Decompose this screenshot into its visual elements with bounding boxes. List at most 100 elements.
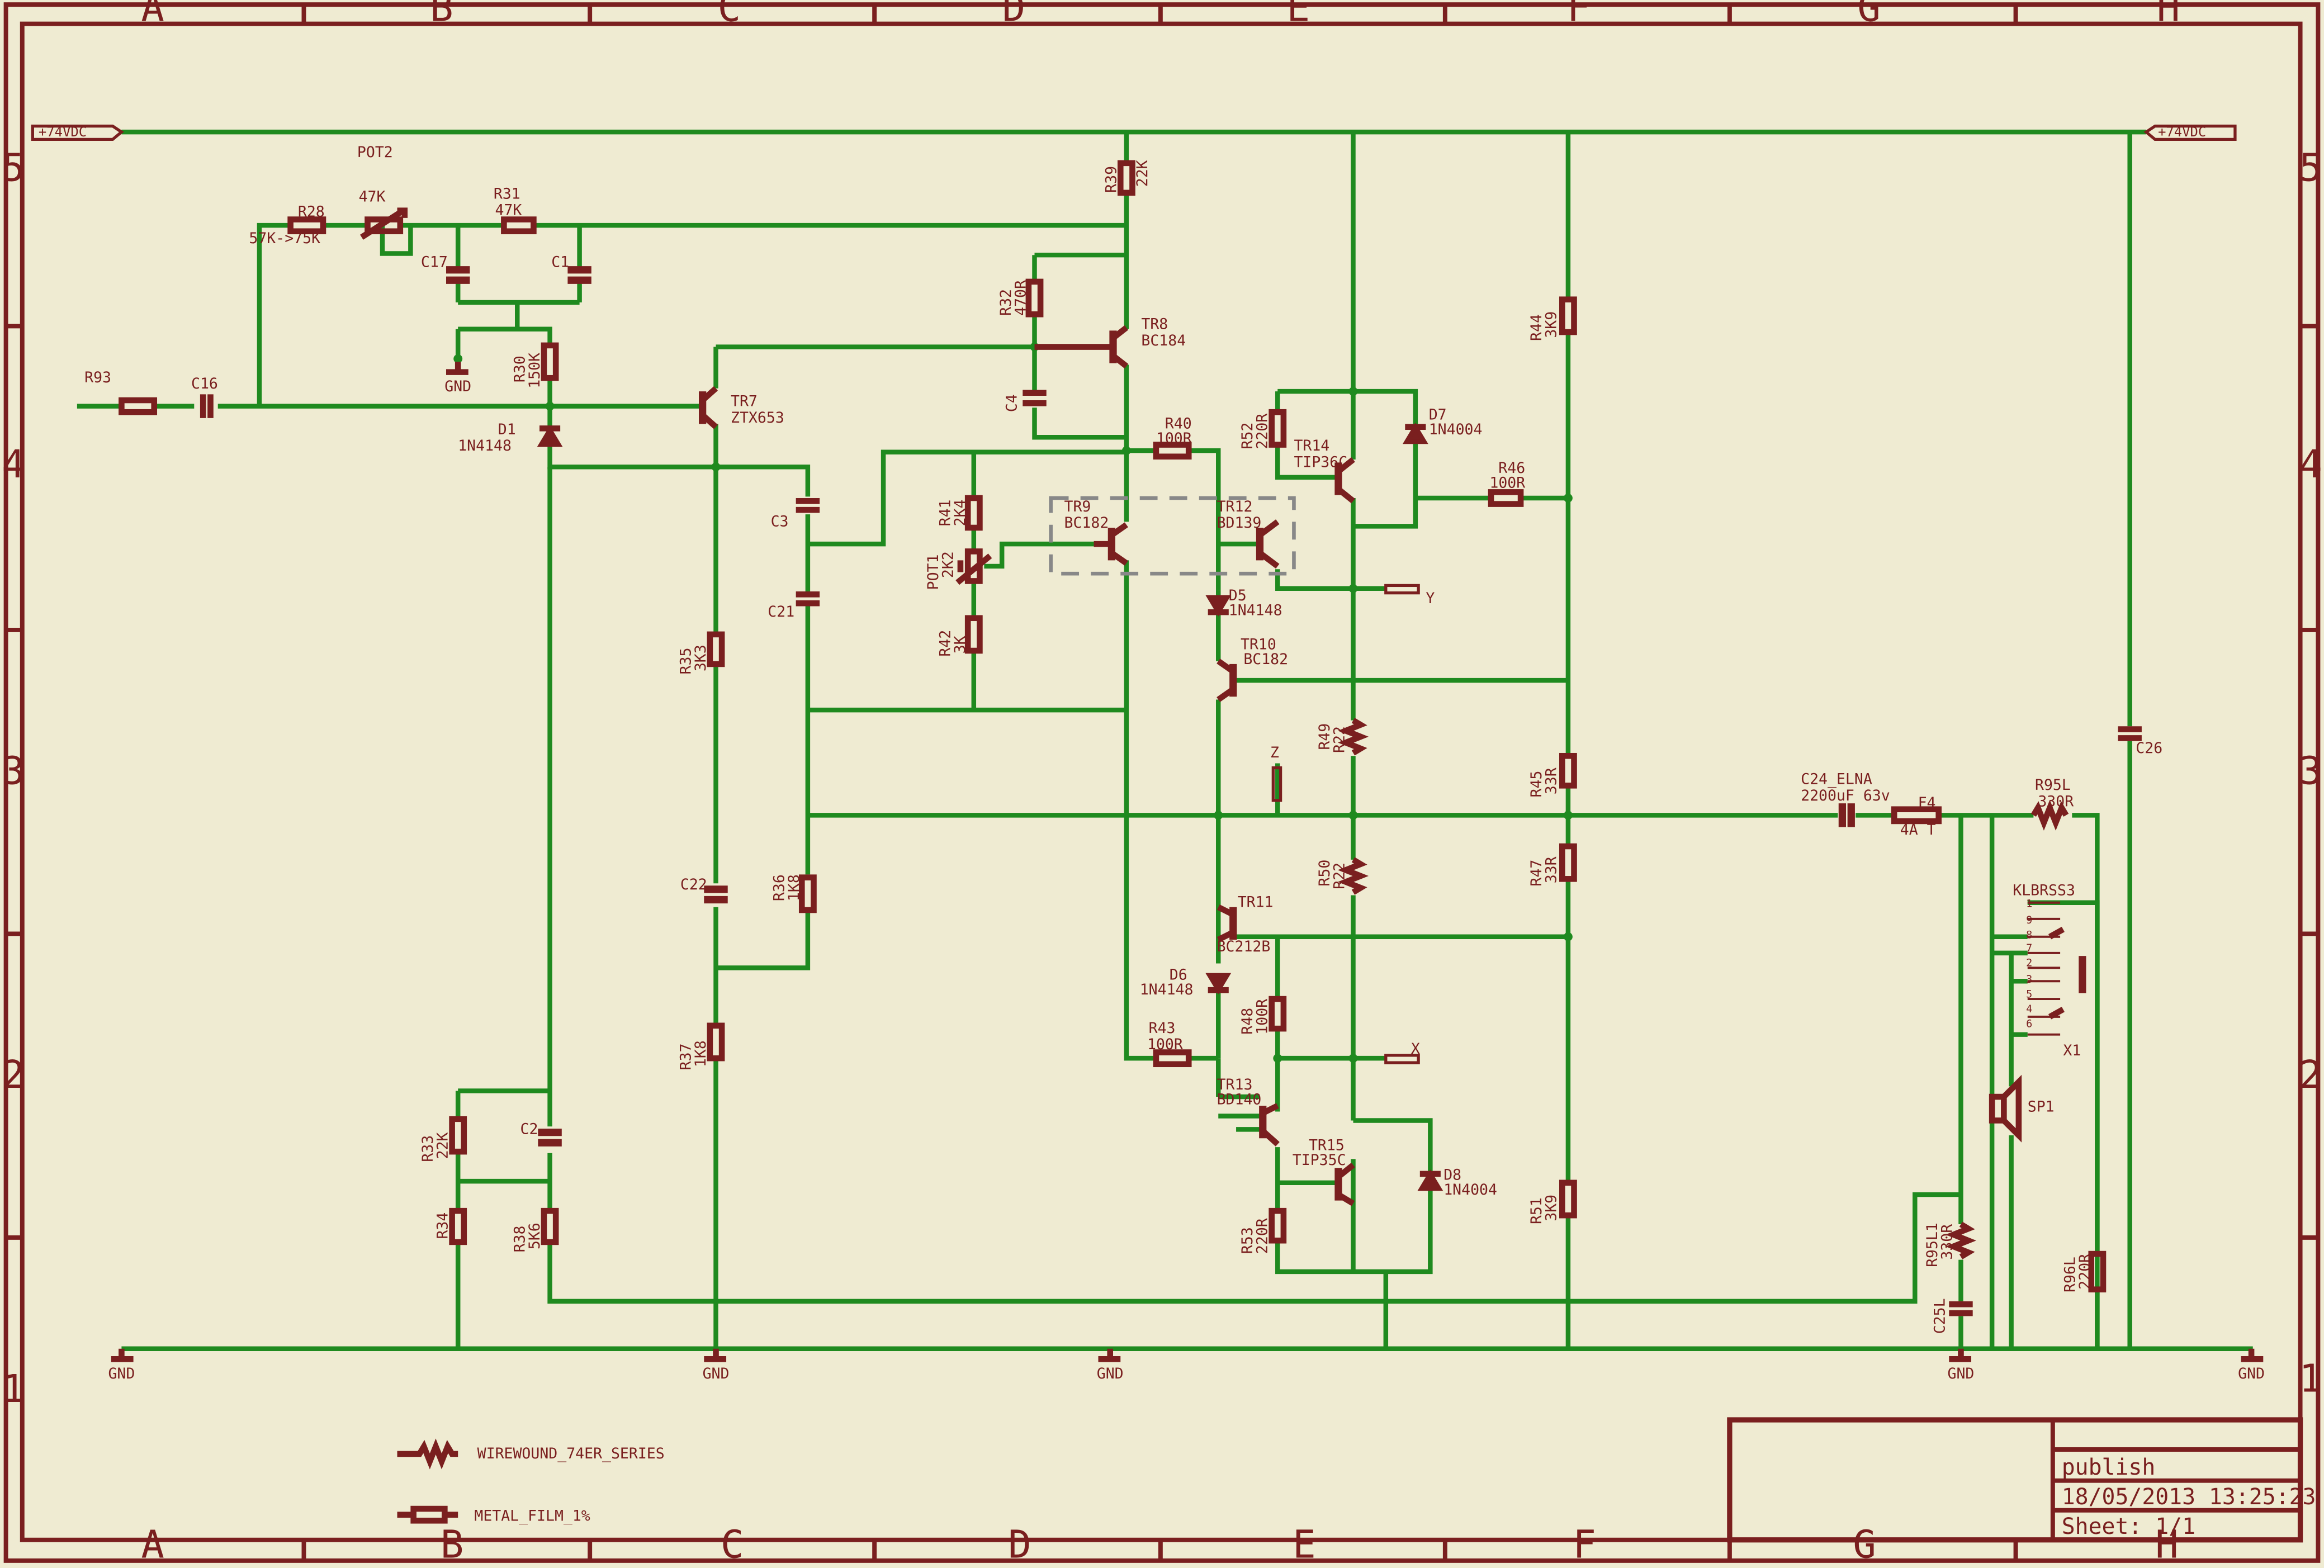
r50-value: R22	[1331, 863, 1348, 889]
grid-col-a: A	[141, 0, 164, 30]
capacitor-c4	[1023, 390, 1047, 406]
gnd-symbol-1	[111, 1348, 134, 1362]
r46-value: 100R	[1489, 474, 1525, 491]
pot1-arrow	[955, 553, 992, 585]
c26-name: C26	[2136, 740, 2162, 757]
grid-col-c: C	[718, 0, 741, 30]
x1-pin-2: 2	[2026, 958, 2032, 969]
r28-value: 57K->75K	[249, 230, 320, 247]
resistor-r40	[1153, 442, 1192, 460]
capacitor-c22	[704, 885, 728, 904]
resistor-r43	[1153, 1049, 1192, 1068]
transistor-tr9	[1094, 522, 1128, 566]
fuse-f4	[1891, 806, 1942, 825]
c24-name: C24_ELNA	[1801, 771, 1872, 788]
r46-name: R46	[1498, 459, 1525, 477]
grid-col-b: B	[430, 0, 453, 30]
legend-wirewound-label: WIREWOUND_74ER_SERIES	[477, 1445, 665, 1462]
r51-value: 3K9	[1543, 1195, 1560, 1221]
r37-value: 1K8	[692, 1040, 709, 1067]
capacitor-c2	[538, 1129, 562, 1147]
r53-value: 220R	[1254, 1218, 1271, 1254]
r31-name: R31	[494, 185, 520, 202]
pot1-value: 2K2	[940, 551, 957, 578]
resistor-r51	[1559, 1179, 1577, 1219]
r52-value: 220R	[1254, 414, 1271, 449]
x1-pin-8: 8	[2026, 929, 2032, 941]
resistor-r46	[1488, 489, 1524, 507]
r48-value: 100R	[1254, 999, 1271, 1035]
capacitor-c24	[1838, 803, 1855, 827]
c1-name: C1	[551, 253, 569, 271]
pot2-name: POT2	[357, 144, 393, 161]
probes: Y X Z	[1270, 584, 1435, 1064]
legend-resistor-label: METAL_FILM_1%	[474, 1507, 590, 1524]
wires	[77, 129, 2253, 1351]
resistor-r35	[707, 631, 725, 667]
resistor-r95l1-wirewound	[1945, 1221, 1977, 1259]
r42-value: 3K	[952, 636, 969, 653]
transistor-tr8	[1034, 325, 1129, 369]
grid-row-5: 5	[2, 146, 25, 191]
gnd-symbol-6	[446, 362, 468, 375]
d5-name: D5	[1229, 587, 1247, 604]
r33-value: 22K	[434, 1132, 452, 1159]
r96l-value: 220R	[2076, 1254, 2094, 1290]
tr13-value: BD140	[1217, 1091, 1262, 1108]
resistor-r44	[1559, 296, 1577, 335]
grid-row-3: 3	[2, 749, 25, 794]
diode-d7	[1402, 422, 1428, 444]
grid-col-e-bottom: E	[1293, 1523, 1316, 1565]
gnd-symbols: GND GND GND GND GND GND	[108, 362, 2265, 1382]
r32-name: R32	[997, 289, 1015, 316]
x1-pin-3: 3	[2026, 974, 2032, 986]
resistor-r36	[798, 874, 817, 913]
r30-name-r: R30	[512, 356, 529, 382]
part-labels: POT2 R28 57K->75K 47K R31 47K C17 C1 R93…	[84, 144, 2162, 1198]
tr14-name: TR14	[1294, 437, 1329, 454]
tr15-name: TR15	[1309, 1136, 1345, 1154]
capacitors	[200, 266, 2142, 1316]
resistor-r50-wirewound	[1337, 857, 1369, 895]
x1-pin-7: 7	[2026, 942, 2032, 954]
pot2-arrow	[360, 207, 408, 240]
gnd-symbol-3	[1098, 1348, 1121, 1362]
r51-name: R51	[1528, 1197, 1545, 1224]
diode-d1	[537, 425, 563, 447]
transistor-tr7	[699, 386, 718, 429]
c22-name: C22	[680, 876, 707, 893]
diode-d8	[1417, 1169, 1443, 1191]
r43-value: 100R	[1147, 1036, 1183, 1053]
gnd-label-6: GND	[444, 378, 471, 395]
title-block-sheet: Sheet: 1/1	[2062, 1514, 2195, 1539]
r44-value: 3K9	[1543, 311, 1560, 338]
r33-name: R33	[419, 1135, 437, 1162]
gnd-label-4: GND	[1948, 1365, 1975, 1382]
capacitor-c21	[796, 591, 820, 607]
resistor-r48	[1269, 996, 1287, 1032]
c25l-name: C25L	[1931, 1298, 1948, 1334]
r53-name: R53	[1239, 1227, 1256, 1254]
title-block: publish 18/05/2013 13:25:23 Sheet: 1/1	[1727, 1417, 2316, 1543]
r50-name: R50	[1316, 860, 1333, 887]
rotated-part-labels: R30 150K R39 22K R32 470R C4 R41 2K4 POT…	[419, 160, 2094, 1334]
diode-d6	[1205, 973, 1232, 994]
r32-value: 470R	[1012, 280, 1030, 316]
gnd-symbol-2	[704, 1348, 727, 1362]
resistor-r34	[449, 1207, 467, 1245]
r40-name: R40	[1165, 415, 1192, 432]
c21-name: C21	[768, 603, 794, 620]
tr8-name: TR8	[1141, 316, 1168, 333]
f4-name: F4	[1918, 794, 1936, 812]
resistor-r93	[119, 397, 158, 415]
capacitor-c16	[200, 394, 214, 418]
grid-col-f-bottom: F	[1573, 1523, 1596, 1565]
r95l-name: R95L	[2035, 776, 2071, 794]
tr7-value: ZTX653	[731, 409, 784, 427]
r40-value: 100R	[1156, 430, 1192, 447]
tr10-value: BC182	[1243, 651, 1288, 668]
probe-x-connector	[1384, 1054, 1420, 1064]
c17-name: C17	[421, 253, 448, 271]
probe-z-label: Z	[1270, 744, 1279, 761]
